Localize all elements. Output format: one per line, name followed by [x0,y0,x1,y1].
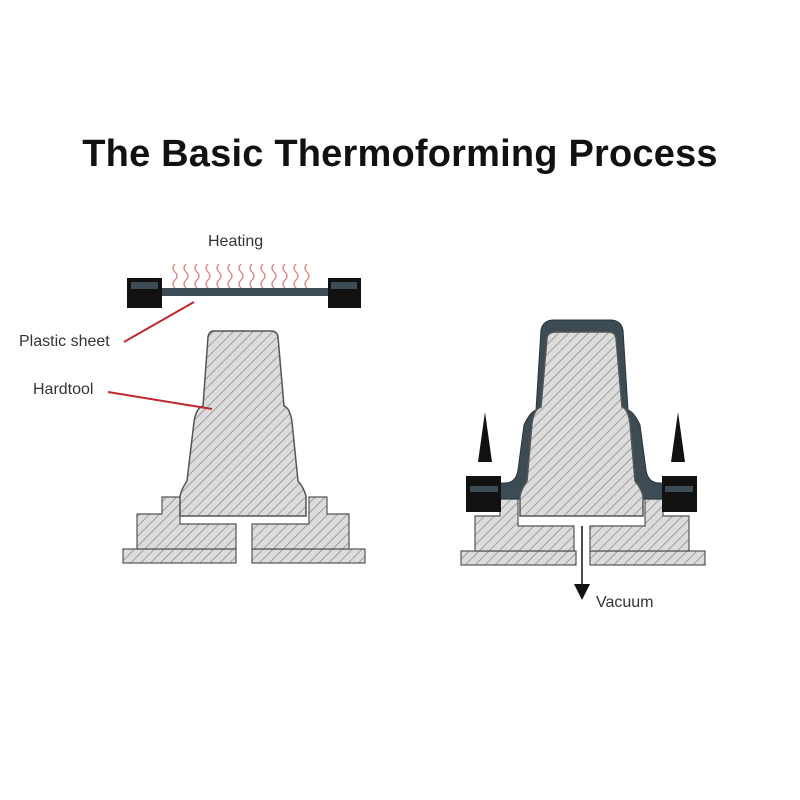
tool-base [122,496,366,564]
heat-waves [172,263,310,289]
diagram-title: The Basic Thermoforming Process [82,133,718,175]
plastic-sheet-leader [123,301,195,343]
vacuum-arrow-icon [574,584,590,600]
hard-tool [179,330,307,517]
up-arrow-left-icon [478,412,492,462]
right-clamp [328,278,361,308]
vacuum-label: Vacuum [596,594,654,611]
right-panel [460,319,706,600]
hard-tool-leader [107,391,213,410]
left-clamp [127,278,162,308]
hard-tool-right [519,331,644,517]
left-clamp-right [466,476,501,512]
right-clamp-right [662,476,697,512]
plastic-sheet-label: Plastic sheet [19,333,110,350]
tool-base-right [460,498,706,566]
hard-tool-label: Hardtool [33,381,94,398]
left-panel [107,263,366,564]
heating-label: Heating [208,233,264,250]
plastic-sheet [155,288,335,296]
up-arrow-right-icon [671,412,685,462]
